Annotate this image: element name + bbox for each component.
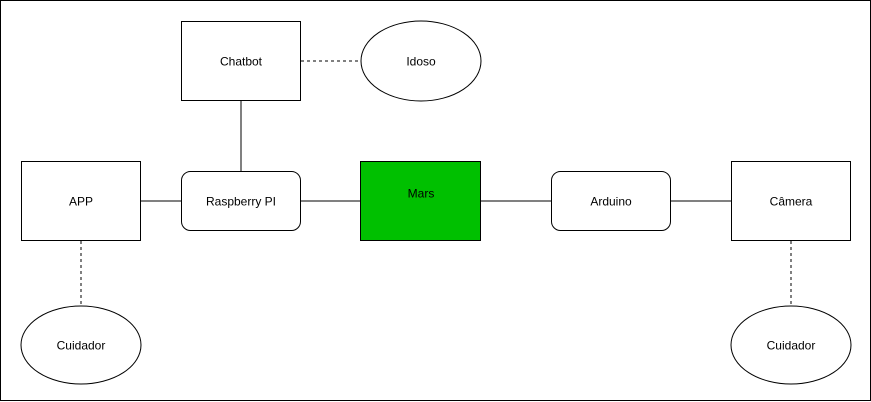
node-arduino[interactable]: Arduino: [551, 171, 671, 231]
node-idoso[interactable]: Idoso: [360, 20, 482, 102]
node-app[interactable]: APP: [21, 161, 141, 241]
node-cuidador-left[interactable]: Cuidador: [20, 305, 142, 385]
node-mars[interactable]: Mars: [360, 161, 481, 241]
node-cuidador-right-shape: [730, 305, 852, 385]
node-raspberry-pi[interactable]: Raspberry PI: [181, 171, 301, 231]
node-chatbot-shape: [181, 21, 301, 101]
node-arduino-shape: [551, 171, 671, 231]
node-raspberry-pi-shape: [181, 171, 301, 231]
node-chatbot[interactable]: Chatbot: [181, 21, 301, 101]
node-cuidador-right[interactable]: Cuidador: [730, 305, 852, 385]
node-arduino-label: Arduino: [590, 195, 632, 209]
node-camera[interactable]: Câmera: [731, 161, 851, 241]
node-cuidador-right-label: Cuidador: [767, 339, 816, 353]
node-raspberry-pi-label: Raspberry PI: [206, 195, 276, 209]
node-camera-shape: [731, 161, 851, 241]
node-camera-label: Câmera: [770, 195, 813, 209]
node-app-shape: [21, 161, 141, 241]
node-cuidador-left-label: Cuidador: [57, 339, 106, 353]
node-cuidador-left-shape: [20, 305, 142, 385]
node-idoso-shape: [360, 20, 482, 102]
node-mars-shape: [360, 161, 481, 241]
node-mars-label: Mars: [408, 187, 435, 201]
node-idoso-label: Idoso: [406, 55, 436, 69]
node-chatbot-label: Chatbot: [220, 55, 263, 69]
node-app-label: APP: [69, 195, 93, 209]
